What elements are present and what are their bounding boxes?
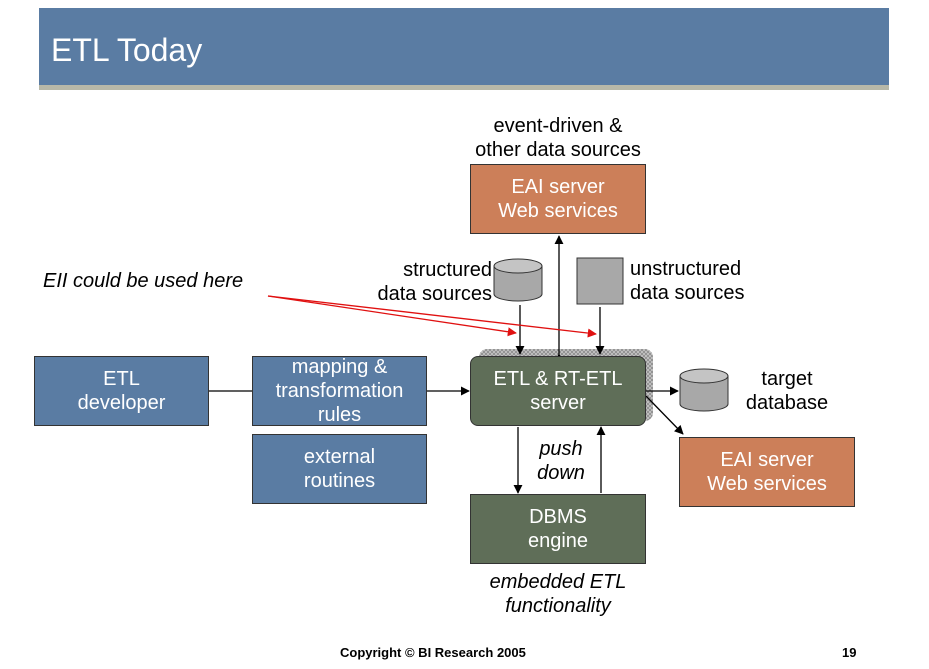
eai-server-top-box: EAI server Web services <box>470 164 646 234</box>
slide-header: ETL Today <box>39 8 889 90</box>
eii-note-label: EII could be used here <box>43 270 244 292</box>
external-routines-box: external routines <box>252 434 427 504</box>
event-sources-label: event-driven & other data sources <box>475 115 641 161</box>
structured-db-icon <box>493 258 543 302</box>
embedded-etl-label: embedded ETL functionality <box>489 571 627 617</box>
target-db-icon <box>679 368 729 412</box>
copyright-text: Copyright © BI Research 2005 <box>340 645 526 660</box>
eai-server-right-box: EAI server Web services <box>679 437 855 507</box>
unstructured-file-icon <box>576 257 624 305</box>
mapping-rules-box: mapping & transformation rules <box>252 356 427 426</box>
unstructured-sources-label: unstructured data sources <box>630 258 745 304</box>
structured-sources-label: structured data sources <box>377 259 492 305</box>
dbms-engine-box: DBMS engine <box>470 494 646 564</box>
target-database-label: target database <box>745 368 829 414</box>
page-number: 19 <box>842 645 857 660</box>
etl-developer-box: ETL developer <box>34 356 209 426</box>
slide-title: ETL Today <box>51 32 203 68</box>
push-down-label: push down <box>537 438 585 484</box>
etl-server-box: ETL & RT-ETL server <box>470 356 646 426</box>
